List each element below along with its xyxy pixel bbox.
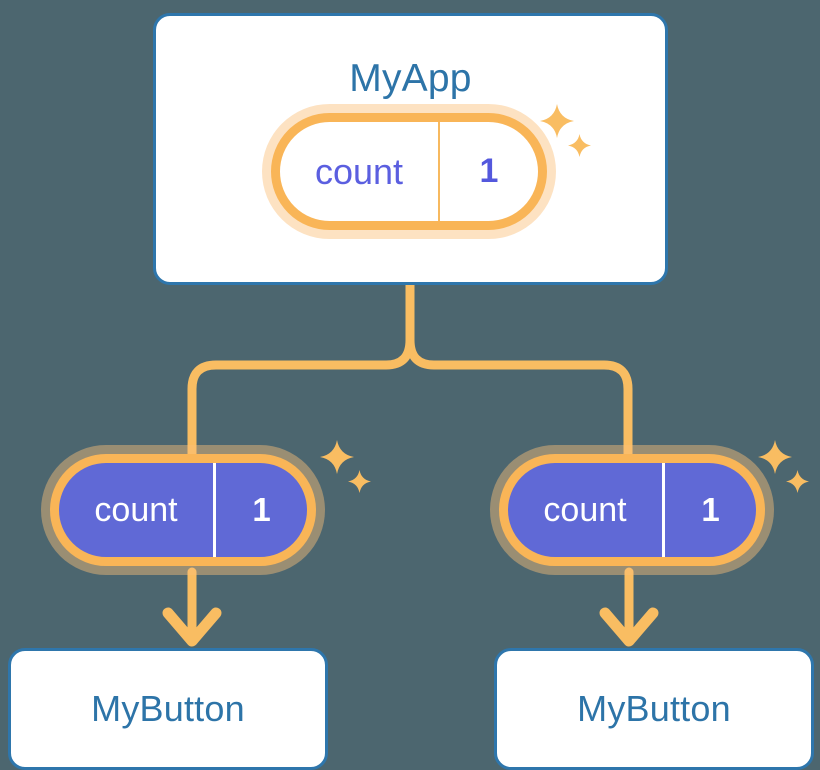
myapp-title: MyApp — [349, 57, 472, 100]
sparkle-small-icon — [348, 470, 371, 493]
mybutton-title: MyButton — [91, 688, 245, 729]
state-pill-myapp[interactable]: count 1 — [271, 113, 547, 230]
state-pill-key: count — [508, 463, 665, 557]
state-pill-child-right[interactable]: count 1 — [499, 454, 765, 566]
mybutton-title: MyButton — [577, 688, 731, 729]
state-pill-key: count — [280, 122, 440, 221]
sparkle-large-icon — [320, 440, 354, 474]
sparkle-small-icon — [786, 470, 809, 493]
mybutton-card-left[interactable]: MyButton — [8, 648, 328, 770]
sparkle-large-icon — [758, 440, 792, 474]
state-pill-value: 1 — [701, 491, 720, 528]
state-pill-value: 1 — [479, 152, 499, 190]
mybutton-card-right[interactable]: MyButton — [494, 648, 814, 770]
state-pill-child-left[interactable]: count 1 — [50, 454, 316, 566]
state-pill-value: 1 — [252, 491, 271, 528]
state-pill-key: count — [59, 463, 216, 557]
